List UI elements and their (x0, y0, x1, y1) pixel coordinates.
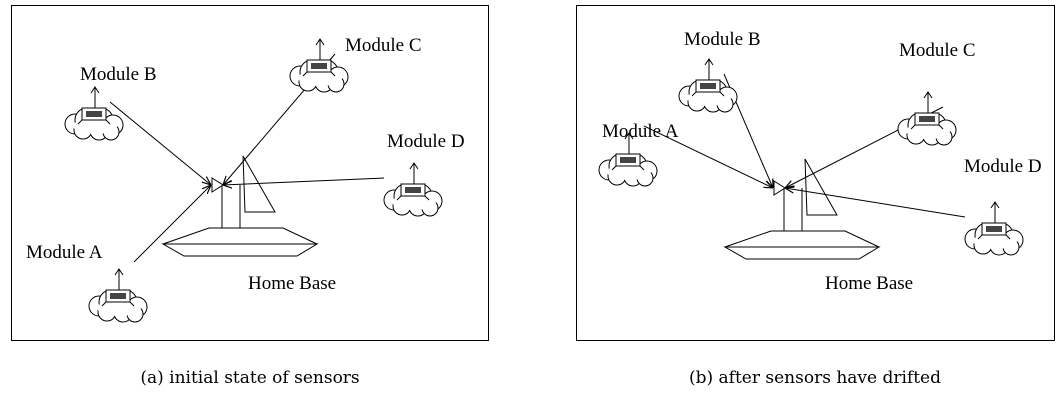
module-d-label: Module D (964, 156, 1042, 177)
receiver-antenna (211, 177, 224, 193)
module-a-label: Module A (602, 121, 679, 142)
module-b-label: Module B (80, 64, 157, 85)
module-c-label: Module C (899, 40, 976, 61)
panel-b: Module A Module B Module C Module D Home… (567, 0, 1063, 411)
home-base-boat (161, 155, 319, 257)
module-a-label: Module A (26, 242, 103, 263)
diagram-frame (11, 5, 489, 341)
boat-hull-deck (161, 243, 319, 257)
module-d-sensor-icon (383, 162, 443, 217)
receiver-antenna (773, 180, 786, 196)
module-b-label: Module B (684, 29, 761, 50)
boat-hull-deck (723, 246, 881, 260)
module-d-signal-arrow (223, 177, 385, 185)
boat-hull-top (162, 227, 318, 245)
module-d-sensor-icon (964, 201, 1024, 256)
module-b-signal-arrow (109, 101, 211, 185)
module-c-label: Module C (345, 35, 422, 56)
module-a-sensor-icon (598, 132, 658, 187)
boat-hull-top (724, 230, 880, 248)
module-a-signal-arrow (643, 125, 773, 188)
diagram-frame (576, 5, 1055, 341)
home-base-label: Home Base (825, 273, 914, 294)
boat-sail (804, 158, 838, 216)
caption-a: (a) initial state of sensors (140, 368, 360, 388)
home-base-boat (723, 158, 881, 260)
module-d-label: Module D (387, 131, 465, 152)
diagram-drawing-a (64, 38, 443, 323)
module-b-sensor-icon (64, 86, 124, 141)
module-a-sensor-icon (88, 268, 148, 323)
module-a-signal-arrow (133, 185, 211, 263)
module-c-sensor-icon (897, 91, 957, 146)
home-base-label: Home Base (248, 273, 337, 294)
caption-b: (b) after sensors have drifted (688, 368, 941, 388)
panel-a: Module A Module B Module C Module D Home… (0, 0, 500, 411)
module-d-signal-arrow (785, 188, 966, 218)
diagram-drawing-b (598, 58, 1024, 260)
module-b-sensor-icon (678, 58, 738, 113)
module-c-sensor-icon (289, 38, 349, 93)
